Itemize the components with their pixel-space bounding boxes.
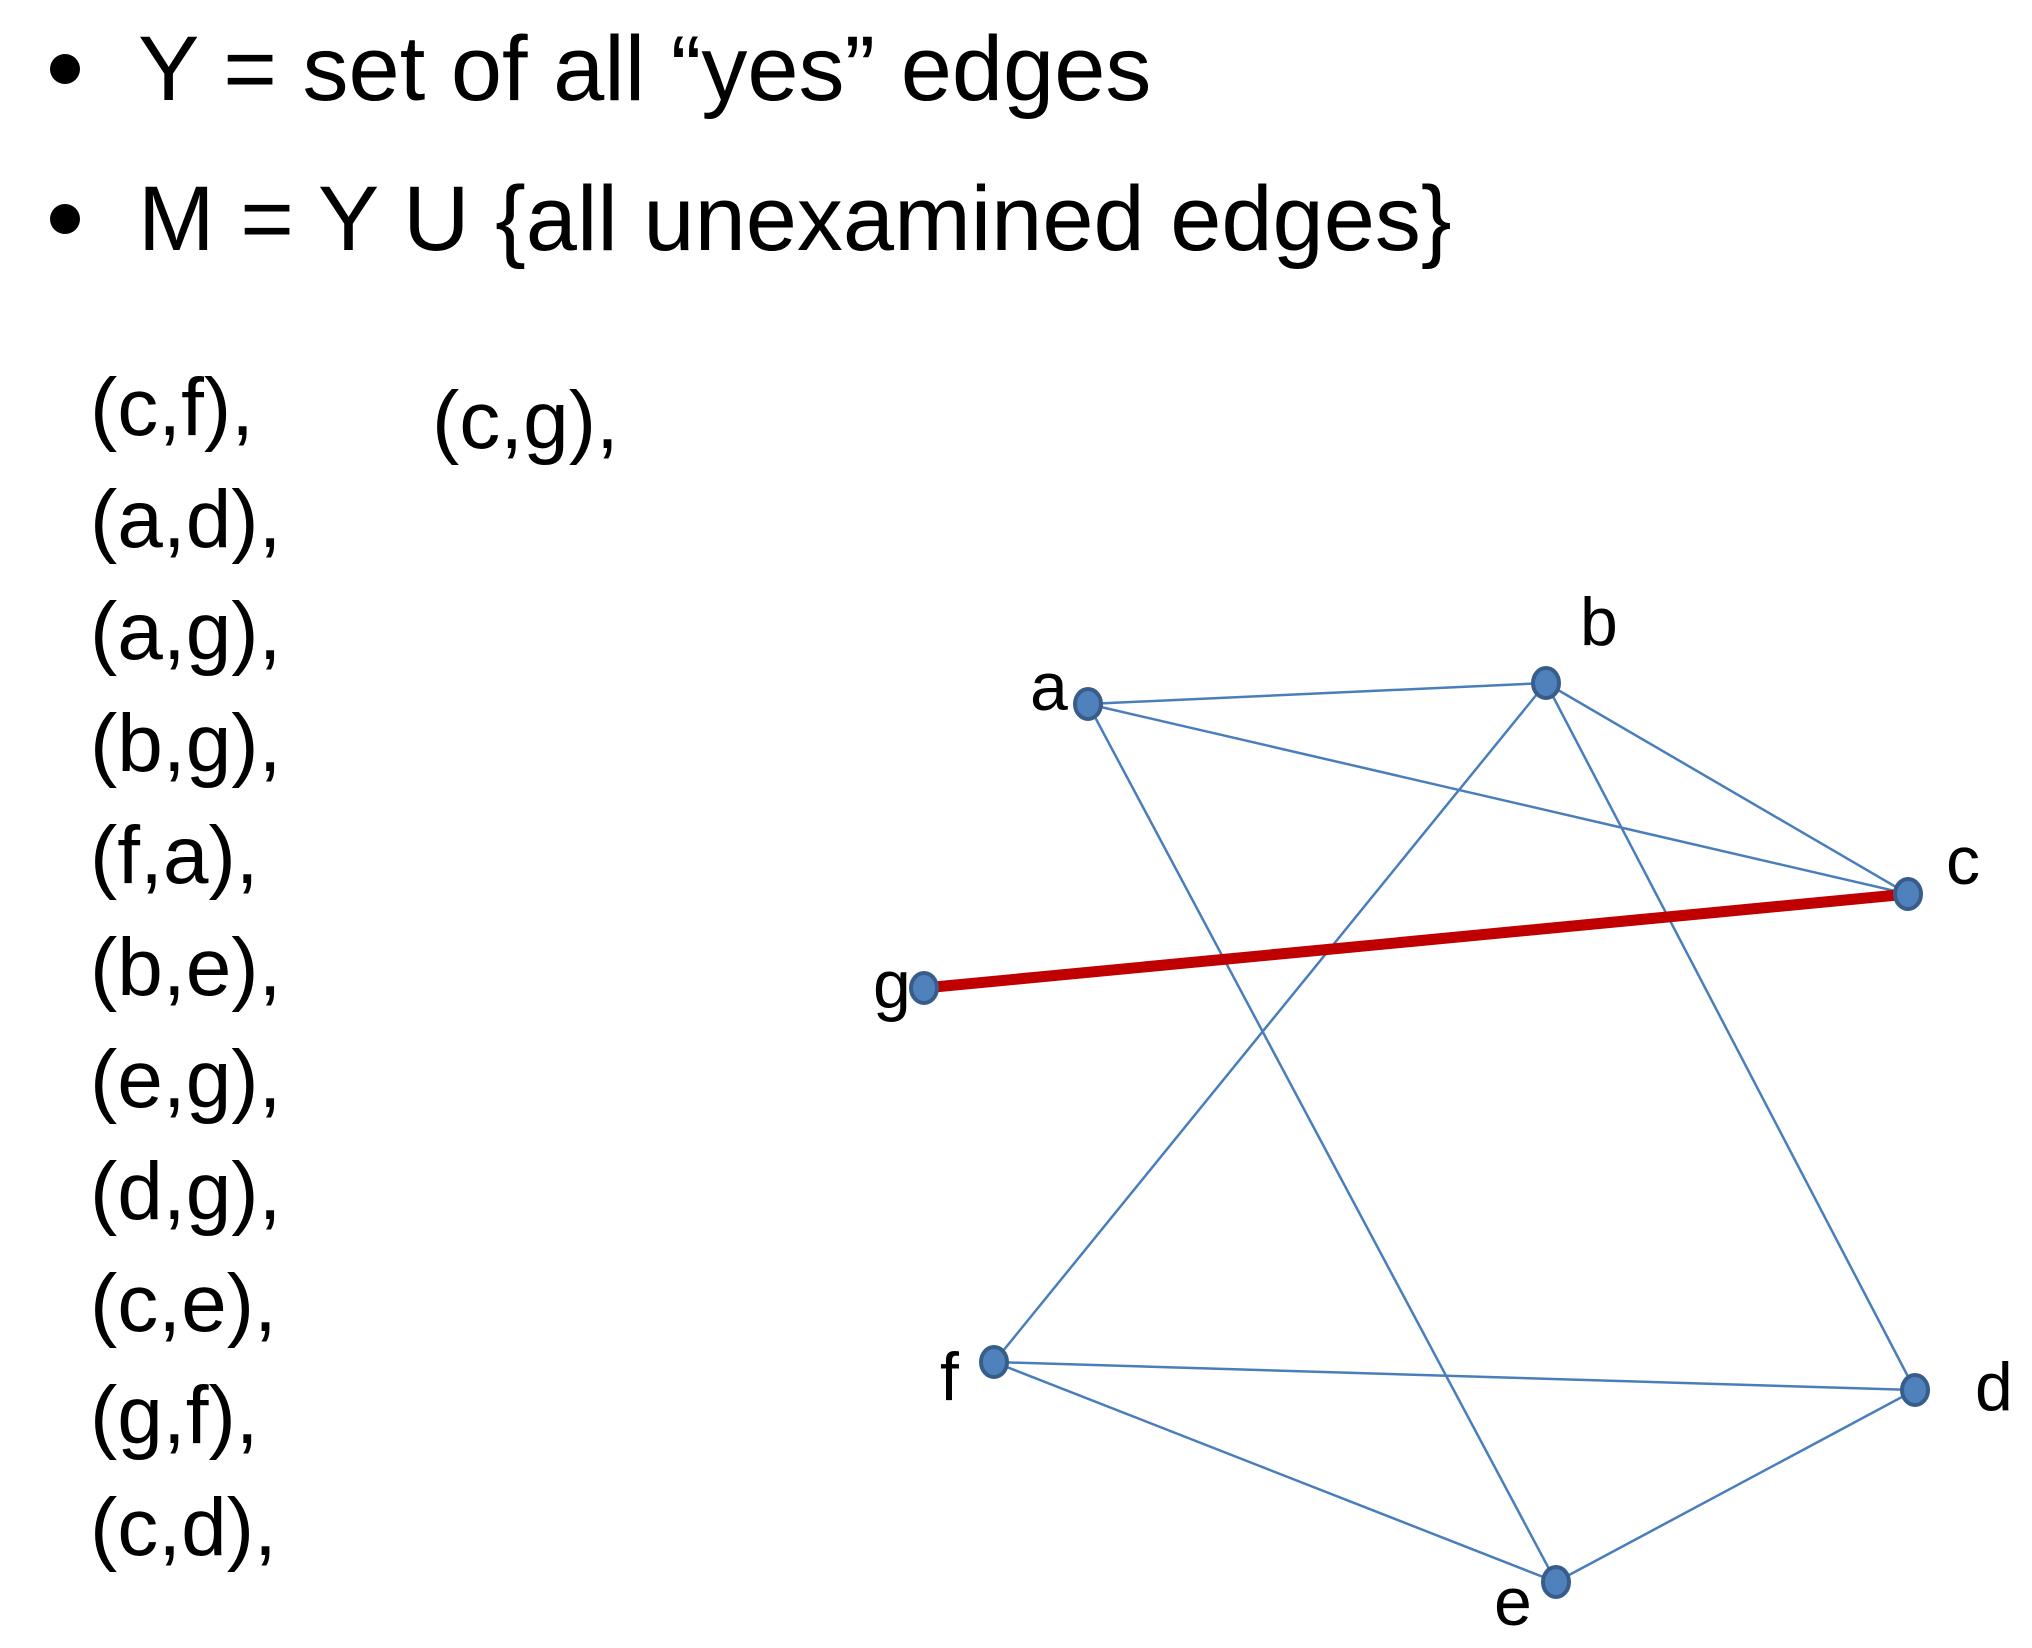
bullet-m-text: M = Y U {all unexamined edges}: [138, 168, 1452, 270]
edge-list-item: (c,d),: [90, 1482, 277, 1573]
edge-list-item: (e,g),: [90, 1034, 282, 1125]
edge-list-item: (b,e),: [90, 922, 282, 1013]
edge-list-item: (b,g),: [90, 698, 282, 789]
edge-e-d: [1554, 1388, 1917, 1584]
yes-edge-item: (c,g),: [432, 375, 619, 466]
node-label-e: e: [1494, 1564, 1532, 1640]
bullet-dot: [50, 204, 80, 234]
node-g: [909, 971, 939, 1005]
bullet-dot: [50, 54, 80, 84]
bullet-m: M = Y U {all unexamined edges}: [40, 164, 1452, 274]
edge-f-d: [992, 1360, 1917, 1392]
yes-edge-list: (c,g),: [432, 365, 619, 477]
node-d: [1900, 1373, 1930, 1407]
node-c: [1893, 877, 1923, 911]
edge-list-item: (a,d),: [90, 474, 282, 565]
node-a: [1073, 687, 1103, 721]
node-f: [979, 1345, 1009, 1379]
node-label-a: a: [1030, 649, 1068, 725]
node-b: [1531, 666, 1561, 700]
edge-b-d: [1544, 681, 1917, 1392]
edge-list-item: (f,a),: [90, 810, 259, 901]
edge-list-item: (d,g),: [90, 1146, 282, 1237]
edge-a-e: [1086, 702, 1558, 1584]
edge-list-item: (c,e),: [90, 1258, 277, 1349]
node-label-c: c: [1946, 823, 1980, 899]
bullet-y: Y = set of all “yes” edges: [40, 14, 1151, 124]
edge-b-f: [992, 681, 1548, 1364]
edge-b-c: [1544, 681, 1910, 896]
edge-list-item: (c,f),: [90, 362, 254, 453]
node-layer: [909, 666, 1930, 1599]
node-label-b: b: [1580, 584, 1618, 660]
bullet-y-text: Y = set of all “yes” edges: [138, 18, 1152, 120]
label-layer: a b c g f d e: [873, 584, 2013, 1640]
edge-a-c: [1086, 702, 1910, 896]
edge-list-item: (g,f),: [90, 1370, 259, 1461]
node-e: [1541, 1565, 1571, 1599]
unexamined-edge-list: (c,f), (a,d), (a,g), (b,g), (f,a), (b,e)…: [90, 352, 281, 1584]
edge-a-b: [1086, 681, 1548, 706]
edge-layer: [918, 681, 1917, 1584]
highlighted-edge-g-c: [918, 888, 1914, 994]
node-label-f: f: [940, 1339, 959, 1415]
edge-f-e: [992, 1360, 1558, 1584]
node-label-g: g: [873, 947, 911, 1023]
edge-list-item: (a,g),: [90, 586, 282, 677]
node-label-d: d: [1975, 1349, 2013, 1425]
